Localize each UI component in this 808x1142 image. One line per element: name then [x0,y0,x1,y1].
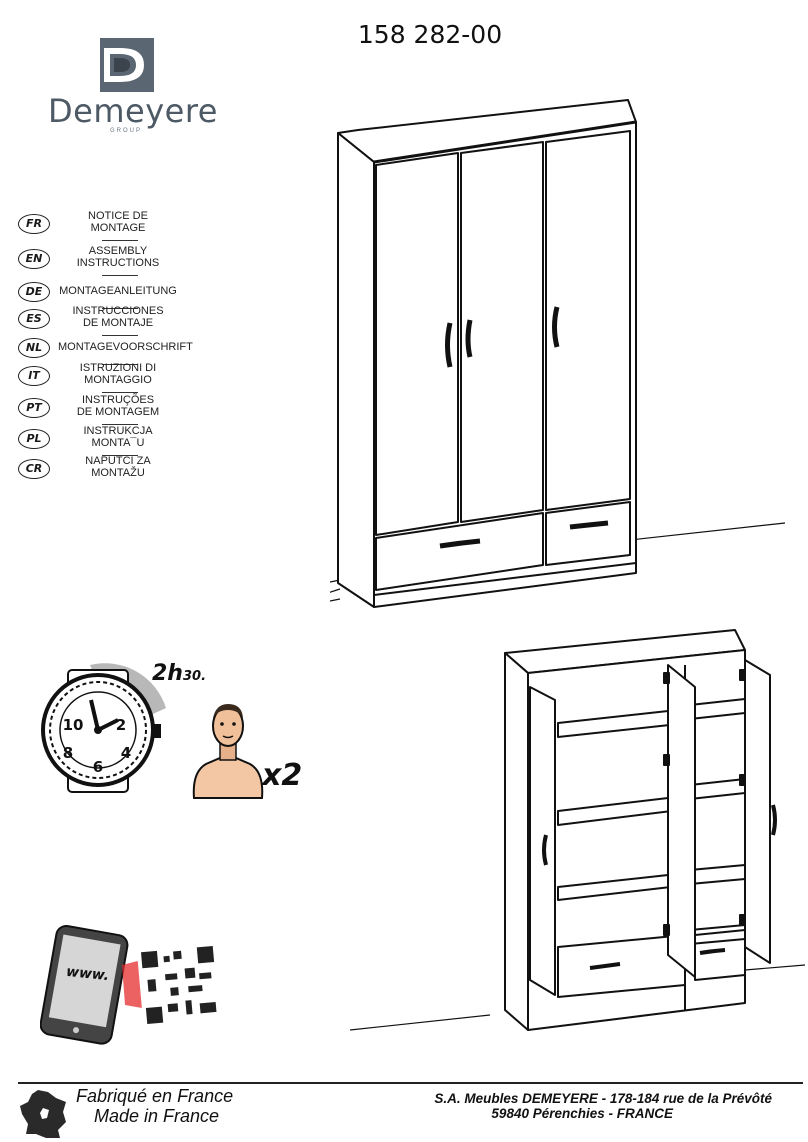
assembly-time: 2h30. [152,661,207,686]
language-title-line: MONTAGE [90,222,146,234]
demeyere-logo-icon [100,38,154,92]
qr-code-icon [136,941,224,1029]
qr-scan-illustration [40,925,224,1045]
language-code-badge: CR [18,459,50,479]
language-code-badge: FR [18,214,50,234]
language-separator [102,275,138,276]
persons-required: x2 [262,758,303,793]
language-separator [102,308,138,309]
language-title-line: MONTAGGIO [84,374,152,386]
language-title-line: MONTAŽU [91,467,145,479]
made-in-france-fr: Fabriqué en France [76,1086,234,1106]
language-title-line: INSTRUKCJA [83,425,153,437]
language-separator [102,335,138,336]
language-title: MONTAGEVOORSCHRIFT [58,341,193,353]
made-in-france-en: Made in France [94,1106,220,1126]
company-address-line1: S.A. Meubles DEMEYERE - 178-184 rue de l… [434,1091,772,1106]
clock-numeral: 2 [116,716,126,734]
product-reference: 158 282-00 [357,20,503,49]
language-separator [102,424,138,425]
clock-numeral: 4 [121,744,131,762]
language-separator [102,455,138,456]
clock-numeral: 8 [63,744,73,762]
language-code-badge: PL [18,429,50,449]
language-code-badge: EN [18,249,50,269]
language-item-de: DE MONTAGEANLEITUNG [18,278,208,309]
person-icon [192,704,264,799]
language-title-line: MONTAGEVOORSCHRIFT [58,341,193,353]
language-title-line: MONTAGEANLEITUNG [59,285,177,297]
language-code-badge: DE [18,282,50,302]
language-title-line: ISTRUZIONI DI [79,362,157,374]
language-separator [102,392,138,393]
france-map-icon [20,1090,66,1138]
language-title-line: MONTA¯U [91,437,145,449]
assembly-time-clock-icon: 10 2 8 4 6 [41,663,166,793]
footer-divider [18,1082,803,1084]
language-item-nl: NL MONTAGEVOORSCHRIFT [18,334,208,365]
language-title-line: NAPUTCI ZA [85,455,151,467]
language-title: MONTAGEANLEITUNG [58,285,178,297]
brand-name: Demeyere [48,92,218,130]
wardrobe-closed-illustration [330,99,786,608]
language-code-badge: NL [18,338,50,358]
company-address-line2: 59840 Pérenchies - FRANCE [491,1106,673,1121]
brand-subtitle: GROUP [110,128,143,134]
language-title-line: DE MONTAGEM [76,406,160,418]
language-title-line: INSTRUCCIONES [72,305,164,317]
language-code-badge: PT [18,398,50,418]
language-title-line: DE MONTAJE [82,317,154,329]
language-code-badge: IT [18,366,50,386]
clock-numeral: 10 [63,716,84,734]
language-code-badge: ES [18,309,50,329]
language-title-line: NOTICE DE [88,210,148,222]
language-title-line: ASSEMBLY [88,245,148,257]
language-title-line: INSTRUÇÕES [81,394,155,406]
clock-numeral: 6 [93,758,103,776]
language-title-line: INSTRUCTIONS [76,257,160,269]
wardrobe-open-illustration [350,629,805,1031]
language-separator [102,240,138,241]
language-separator [102,364,138,365]
